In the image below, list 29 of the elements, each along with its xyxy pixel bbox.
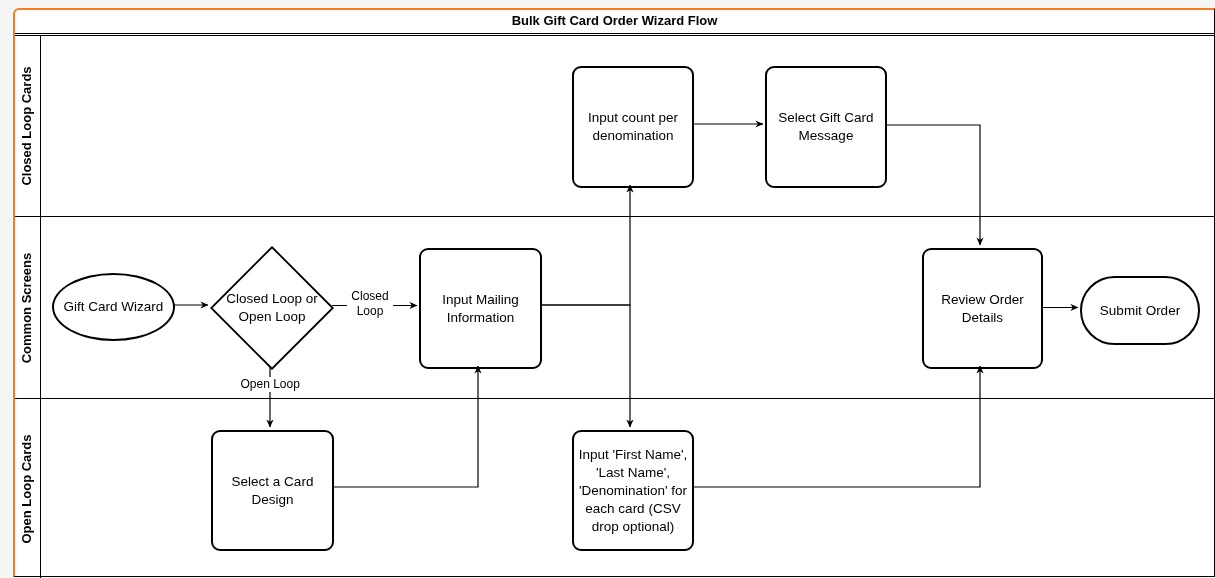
swimlane-pool: [13, 8, 1215, 577]
arrow: [691, 120, 764, 128]
edge-label: Closed Loop: [347, 289, 393, 319]
process-box: [765, 66, 887, 188]
process-box: [572, 430, 694, 551]
arrow: [331, 365, 482, 488]
node-label: Input Mailing Information: [441, 290, 520, 327]
process-box: [922, 248, 1043, 369]
node-label: Review Order Details: [940, 290, 1025, 327]
lane-title: Open Loop Cards: [18, 434, 35, 544]
node-label: Closed Loop or Open Loop: [225, 290, 319, 326]
arrow: [884, 124, 984, 246]
node-label: Submit Order: [1098, 301, 1182, 320]
decision-diamond: [210, 246, 334, 370]
node-label: Input count per denomination: [586, 109, 680, 145]
process-box: [211, 430, 334, 551]
process-box: [572, 66, 694, 188]
lane-title: Common Screens: [18, 252, 35, 363]
node-label: Select Gift Card Message: [777, 109, 875, 145]
node-label: Input 'First Name', 'Last Name', 'Denomination' for each card (CSV drop optional): [577, 445, 689, 536]
process-box: [419, 248, 542, 369]
lane-title: Closed Loop Cards: [18, 66, 35, 186]
arrow: [539, 304, 634, 428]
arrow: [691, 365, 984, 488]
arrow: [1040, 303, 1079, 312]
node-label: Gift Card Wizard: [62, 298, 165, 316]
arrow: [172, 301, 209, 309]
diagram-title: Bulk Gift Card Order Wizard Flow: [15, 10, 1214, 34]
node-label: Select a Card Design: [230, 472, 315, 509]
